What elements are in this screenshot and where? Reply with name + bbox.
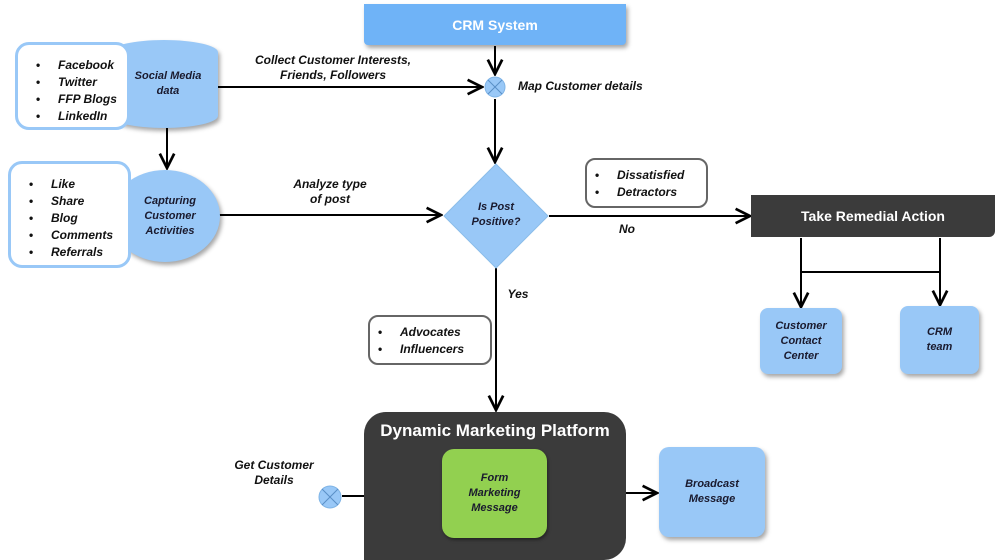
map-customer-merge-node[interactable]	[484, 76, 506, 98]
analyze-line1: Analyze type	[293, 177, 367, 191]
list-item: Advocates	[378, 324, 490, 341]
get-customer-details-label: Get Customer Details	[224, 458, 324, 488]
list-item: Detractors	[595, 184, 706, 201]
capturing-label: Capturing	[144, 194, 196, 207]
broadcast-message-node[interactable]: Broadcast Message	[659, 447, 765, 537]
analyze-line2: of post	[310, 192, 350, 206]
take-remedial-action-node[interactable]: Take Remedial Action	[751, 195, 995, 237]
crm-team-node[interactable]: CRM team	[900, 306, 979, 374]
no-label: No	[619, 222, 635, 236]
list-item: Comments	[29, 227, 128, 244]
social-media-label: Social Media	[134, 70, 202, 82]
list-item: Influencers	[378, 341, 490, 358]
form-line1: Form	[480, 472, 509, 484]
get-customer-details-merge-node[interactable]	[318, 485, 342, 509]
form-line2: Marketing	[468, 487, 521, 499]
list-item: FFP Blogs	[36, 91, 127, 108]
positive-types-list: Advocates Influencers	[368, 315, 492, 365]
decision-label-line1: Is Post	[477, 201, 515, 213]
list-item: LinkedIn	[36, 108, 127, 125]
list-item: Share	[29, 193, 128, 210]
remedial-label: Take Remedial Action	[801, 208, 945, 224]
decision-diamond-shape	[443, 163, 549, 269]
capturing-label-line2: Customer	[144, 209, 196, 222]
list-item: Dissatisfied	[595, 167, 706, 184]
broadcast-line1: Broadcast	[685, 478, 739, 490]
collect-line1: Collect Customer Interests,	[254, 53, 412, 67]
crm-system-node[interactable]: CRM System	[364, 4, 626, 45]
merge-x-icon	[318, 485, 342, 509]
analyze-post-label: Analyze type of post	[275, 177, 385, 207]
activities-list: Like Share Blog Comments Referrals	[8, 161, 131, 268]
decision-label-line2: Positive?	[471, 216, 521, 228]
platform-title: Dynamic Marketing Platform	[380, 421, 610, 440]
social-sources-list: Facebook Twitter FFP Blogs LinkedIn	[15, 42, 130, 130]
collect-interests-label: Collect Customer Interests, Friends, Fol…	[248, 53, 418, 83]
list-item: Blog	[29, 210, 128, 227]
social-media-label-line2: data	[156, 85, 180, 97]
collect-line2: Friends, Followers	[279, 68, 387, 82]
broadcast-line2: Message	[688, 493, 736, 505]
form-marketing-message-node[interactable]: Form Marketing Message	[442, 449, 547, 538]
crm-team-line1: CRM	[926, 326, 953, 338]
negative-types-list: Dissatisfied Detractors	[585, 158, 708, 208]
contact-center-line2: Contact	[780, 334, 822, 347]
contact-center-line3: Center	[783, 349, 819, 362]
list-item: Referrals	[29, 244, 128, 261]
map-customer-label: Map Customer details	[518, 79, 643, 93]
form-line3: Message	[471, 502, 518, 514]
crm-team-line2: team	[926, 341, 953, 353]
list-item: Like	[29, 176, 128, 193]
contact-center-line1: Customer	[775, 319, 827, 332]
get-details-line2: Details	[254, 473, 294, 487]
list-item: Twitter	[36, 74, 127, 91]
get-details-line1: Get Customer	[234, 458, 314, 472]
customer-contact-center-node[interactable]: Customer Contact Center	[760, 308, 842, 374]
decision-is-post-positive[interactable]: Is Post Positive?	[443, 163, 549, 269]
capturing-label-line3: Activities	[145, 224, 195, 237]
yes-label: Yes	[507, 287, 529, 301]
list-item: Facebook	[36, 57, 127, 74]
crm-system-label: CRM System	[452, 16, 538, 33]
merge-x-icon	[484, 76, 506, 98]
